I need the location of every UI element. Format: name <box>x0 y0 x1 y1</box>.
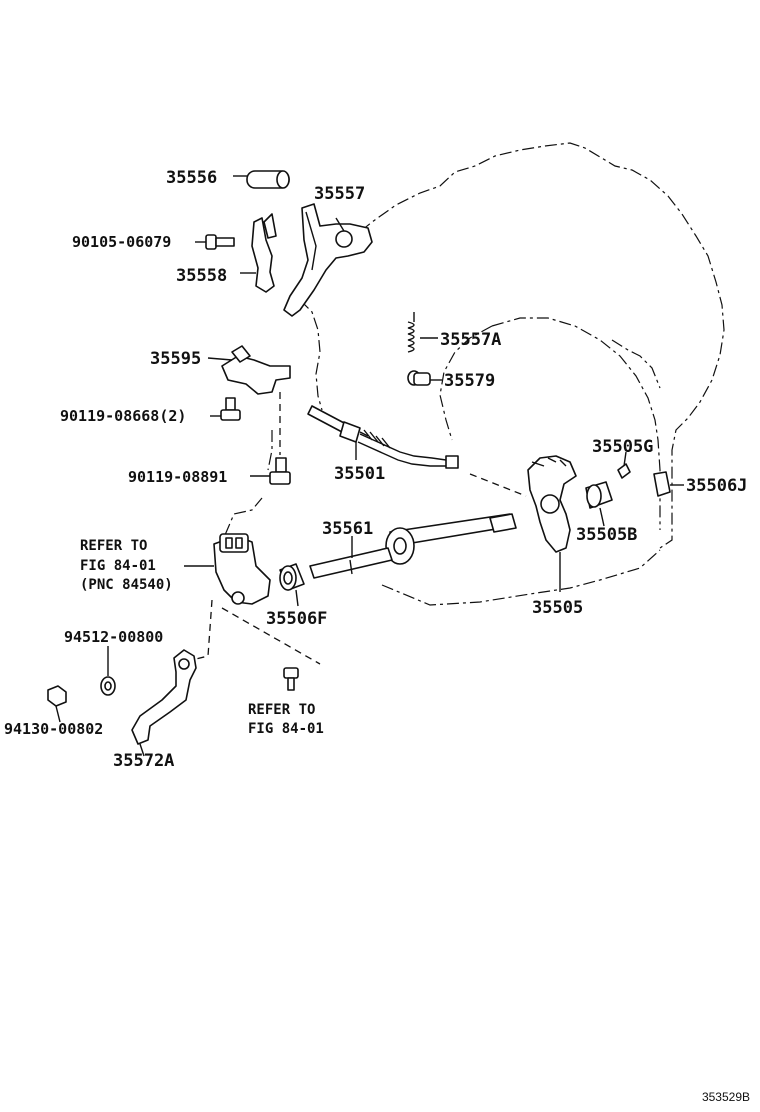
part-90105-06079-bolt[interactable] <box>195 234 235 250</box>
label-94130-00802[interactable]: 94130-00802 <box>4 720 103 738</box>
label-35558[interactable]: 35558 <box>176 266 227 286</box>
label-94512-00800[interactable]: 94512-00800 <box>64 628 163 646</box>
refer-to-line4: REFER TO <box>248 702 315 718</box>
figure-id: 353529B <box>701 1090 750 1104</box>
part-35505-lever[interactable] <box>469 455 577 592</box>
transmission-housing-outline <box>224 142 725 606</box>
label-35572A[interactable]: 35572A <box>113 751 174 771</box>
label-90119-08891[interactable]: 90119-08891 <box>128 468 227 486</box>
label-35506J[interactable]: 35506J <box>686 476 747 496</box>
label-35561[interactable]: 35561 <box>322 519 373 539</box>
label-90105-06079[interactable]: 90105-06079 <box>72 233 171 251</box>
label-35505G[interactable]: 35505G <box>592 437 653 457</box>
part-90119-08891-bolt[interactable] <box>250 457 291 485</box>
label-35579[interactable]: 35579 <box>444 371 495 391</box>
refer-to-line1: REFER TO <box>80 538 147 554</box>
part-35558-bracket[interactable] <box>240 213 277 293</box>
part-35557-lever[interactable] <box>283 203 373 317</box>
part-90119-08668-bolt[interactable] <box>210 397 241 421</box>
part-35572A-lever[interactable] <box>131 649 197 757</box>
label-35501[interactable]: 35501 <box>334 464 385 484</box>
label-35505B[interactable]: 35505B <box>576 525 637 545</box>
part-35561-shaft[interactable] <box>309 513 517 579</box>
part-bolt-refer-fig[interactable] <box>283 667 299 691</box>
part-35579-plug[interactable] <box>407 370 442 386</box>
part-35506J-clip[interactable] <box>653 471 684 497</box>
label-35505[interactable]: 35505 <box>532 598 583 618</box>
label-35595[interactable]: 35595 <box>150 349 201 369</box>
part-35506F-seal[interactable] <box>279 563 305 607</box>
label-90119-08668[interactable]: 90119-08668(2) <box>60 407 186 425</box>
part-neutral-start-switch[interactable] <box>184 533 271 605</box>
part-35505G-pin[interactable] <box>617 451 631 479</box>
refer-to-line3: (PNC 84540) <box>80 577 173 593</box>
part-35505B-bushing[interactable] <box>585 481 613 527</box>
part-35557A-spring[interactable] <box>407 312 438 353</box>
part-94130-00802-nut[interactable] <box>47 685 67 723</box>
part-35595-bracket[interactable] <box>207 345 291 455</box>
part-35501-shaft[interactable] <box>307 405 459 469</box>
part-35556-pin[interactable] <box>233 170 290 189</box>
label-35557[interactable]: 35557 <box>314 184 365 204</box>
label-35557A[interactable]: 35557A <box>440 330 501 350</box>
refer-to-line2: FIG 84-01 <box>80 558 156 574</box>
refer-to-line5: FIG 84-01 <box>248 721 324 737</box>
label-35506F[interactable]: 35506F <box>266 609 327 629</box>
label-35556[interactable]: 35556 <box>166 168 217 188</box>
part-94512-00800-washer[interactable] <box>100 646 116 696</box>
